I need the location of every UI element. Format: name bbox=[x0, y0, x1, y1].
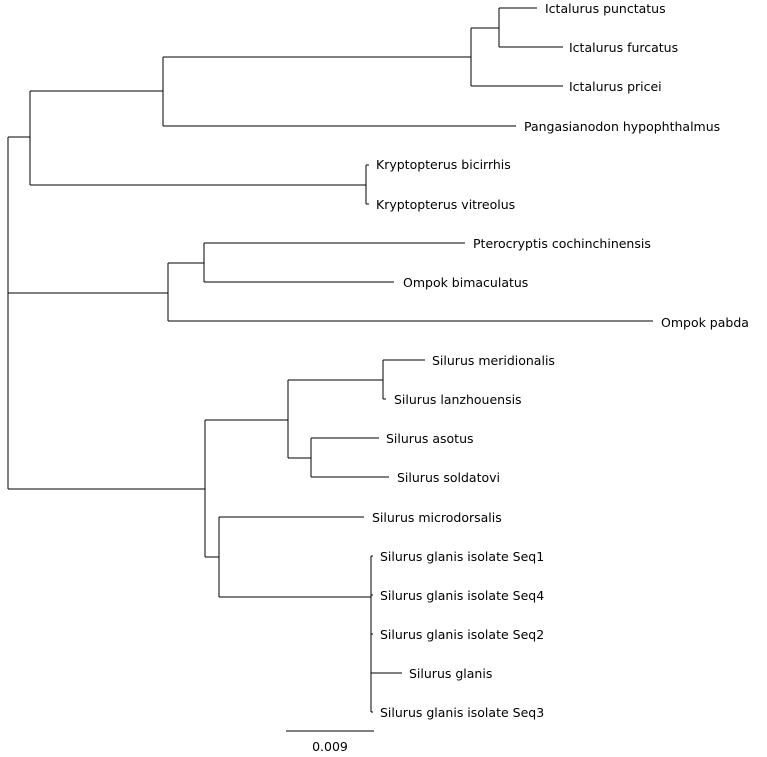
scale-bar-label: 0.009 bbox=[312, 739, 348, 754]
taxon-label: Silurus glanis isolate Seq1 bbox=[380, 549, 544, 564]
taxon-label: Silurus meridionalis bbox=[432, 353, 555, 368]
taxon-label: Silurus asotus bbox=[386, 431, 474, 446]
taxon-label: Ompok bimaculatus bbox=[403, 275, 528, 290]
taxon-label: Silurus soldatovi bbox=[397, 470, 500, 485]
scale-bar: 0.009 bbox=[286, 730, 374, 754]
taxon-label: Ictalurus punctatus bbox=[545, 1, 666, 16]
taxon-label: Pangasianodon hypophthalmus bbox=[524, 119, 720, 134]
taxon-label: Silurus microdorsalis bbox=[372, 510, 502, 525]
taxon-label: Silurus lanzhouensis bbox=[394, 392, 522, 407]
taxon-label: Kryptopterus bicirrhis bbox=[376, 157, 511, 172]
taxon-label: Ictalurus pricei bbox=[569, 79, 662, 94]
taxon-label: Pterocryptis cochinchinensis bbox=[473, 236, 651, 251]
taxon-label: Kryptopterus vitreolus bbox=[376, 197, 515, 212]
tree-branches bbox=[7, 7, 653, 713]
taxon-label: Silurus glanis bbox=[409, 666, 492, 681]
taxon-label: Silurus glanis isolate Seq2 bbox=[380, 627, 544, 642]
taxon-label: Silurus glanis isolate Seq3 bbox=[380, 705, 544, 720]
taxon-label: Silurus glanis isolate Seq4 bbox=[380, 588, 544, 603]
taxon-label: Ompok pabda bbox=[661, 315, 749, 330]
taxon-label: Ictalurus furcatus bbox=[569, 40, 678, 55]
taxon-labels: Ictalurus punctatus Ictalurus furcatus I… bbox=[372, 1, 749, 720]
